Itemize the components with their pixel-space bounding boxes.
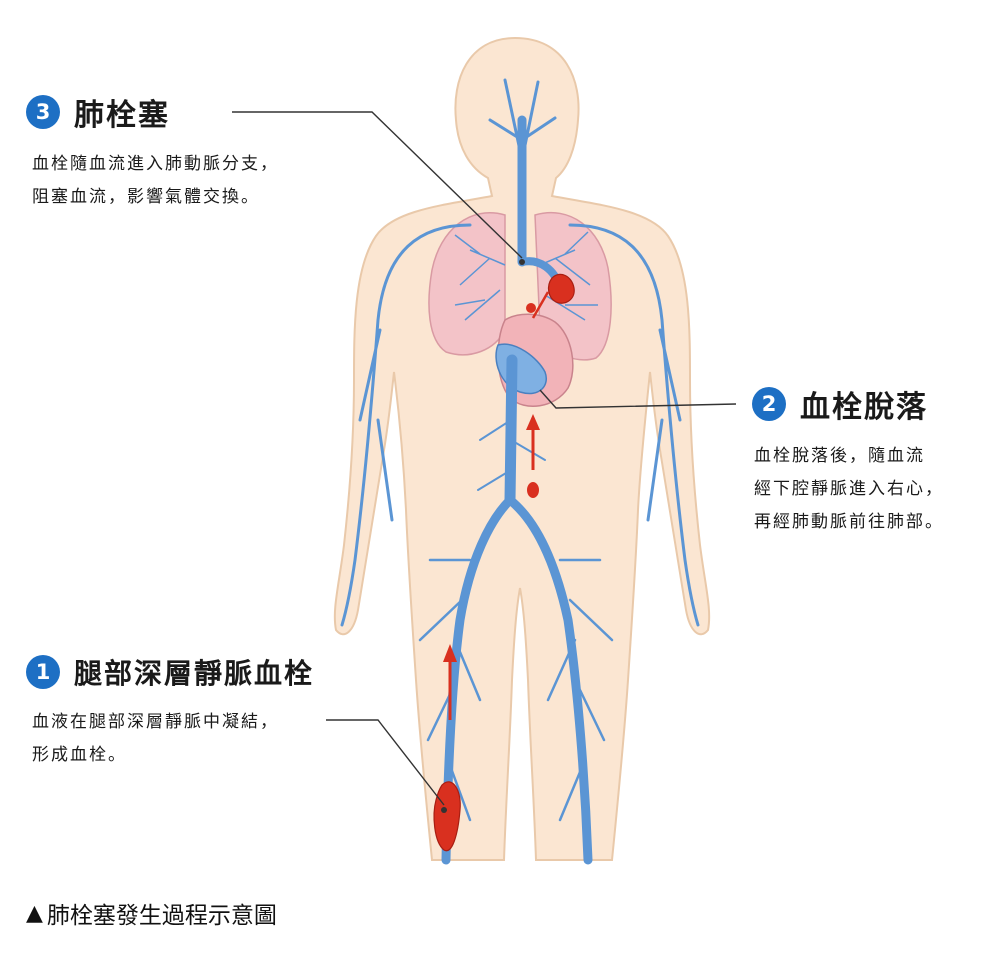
leader-lines — [232, 111, 737, 813]
right-leg-branches — [418, 558, 482, 822]
right-arm-veins — [340, 223, 472, 627]
leader-line-2 — [539, 389, 737, 409]
step-description: 血液在腿部深層靜脈中凝結， 形成血栓。 — [32, 706, 314, 772]
step-number-badge: 1 — [26, 655, 60, 689]
clot-heart — [526, 303, 536, 313]
step-description-line: 血栓隨血流進入肺動脈分支， — [32, 154, 279, 174]
step-description-line: 形成血栓。 — [32, 745, 127, 765]
annotation-clot-dislodged: 2 血栓脫落 血栓脫落後，隨血流 經下腔靜脈進入右心， 再經肺動脈前往肺部。 — [752, 382, 944, 539]
triangle-marker-icon: ▲ — [26, 900, 43, 926]
step-number-badge: 3 — [26, 95, 60, 129]
left-leg-branches — [546, 558, 614, 822]
arrow-torso-head — [526, 414, 540, 430]
flow-arrows — [443, 291, 550, 720]
blood-clots — [433, 273, 575, 852]
step-title: 肺栓塞 — [74, 98, 170, 133]
neck-veins — [488, 78, 557, 162]
right-lung — [428, 212, 506, 356]
leader-line-3 — [232, 111, 523, 259]
step-number-badge: 2 — [752, 387, 786, 421]
arrow-lung-shaft — [531, 291, 550, 319]
step-description: 血栓脫落後，隨血流 經下腔靜脈進入右心， 再經肺動脈前往肺部。 — [754, 440, 944, 539]
step-description-line: 血液在腿部深層靜脈中凝結， — [32, 712, 279, 732]
figure-caption: ▲ 肺栓塞發生過程示意圖 — [26, 896, 277, 930]
clot-lung — [547, 273, 575, 304]
body-outline — [333, 36, 711, 861]
step-description: 血栓隨血流進入肺動脈分支， 阻塞血流，影響氣體交換。 — [32, 148, 279, 214]
human-body-silhouette — [333, 36, 711, 861]
leader-line-1 — [326, 719, 445, 806]
annotation-pulmonary-embolism: 3 肺栓塞 血栓隨血流進入肺動脈分支， 阻塞血流，影響氣體交換。 — [26, 90, 279, 214]
inferior-vena-cava — [504, 354, 518, 506]
annotation-deep-vein-thrombosis: 1 腿部深層靜脈血栓 血液在腿部深層靜脈中凝結， 形成血栓。 — [26, 652, 314, 772]
caption-text: 肺栓塞發生過程示意圖 — [46, 903, 277, 929]
arrow-leg-head — [443, 644, 457, 662]
step-title: 腿部深層靜脈血栓 — [74, 657, 315, 690]
step-title: 血栓脫落 — [800, 390, 928, 425]
step-description-line: 經下腔靜脈進入右心， — [754, 479, 944, 499]
pulmonary-embolism-illustration — [232, 36, 737, 865]
clot-traveling — [527, 482, 539, 498]
left-iliac-vein — [505, 495, 593, 865]
step-description-line: 阻塞血流，影響氣體交換。 — [32, 187, 260, 207]
step-description-line: 血栓脫落後，隨血流 — [754, 446, 925, 466]
lung-vessels — [454, 231, 598, 321]
clot-leg — [433, 781, 461, 852]
step-description-line: 再經肺動脈前往肺部。 — [754, 512, 944, 532]
torso-branches — [477, 419, 546, 491]
